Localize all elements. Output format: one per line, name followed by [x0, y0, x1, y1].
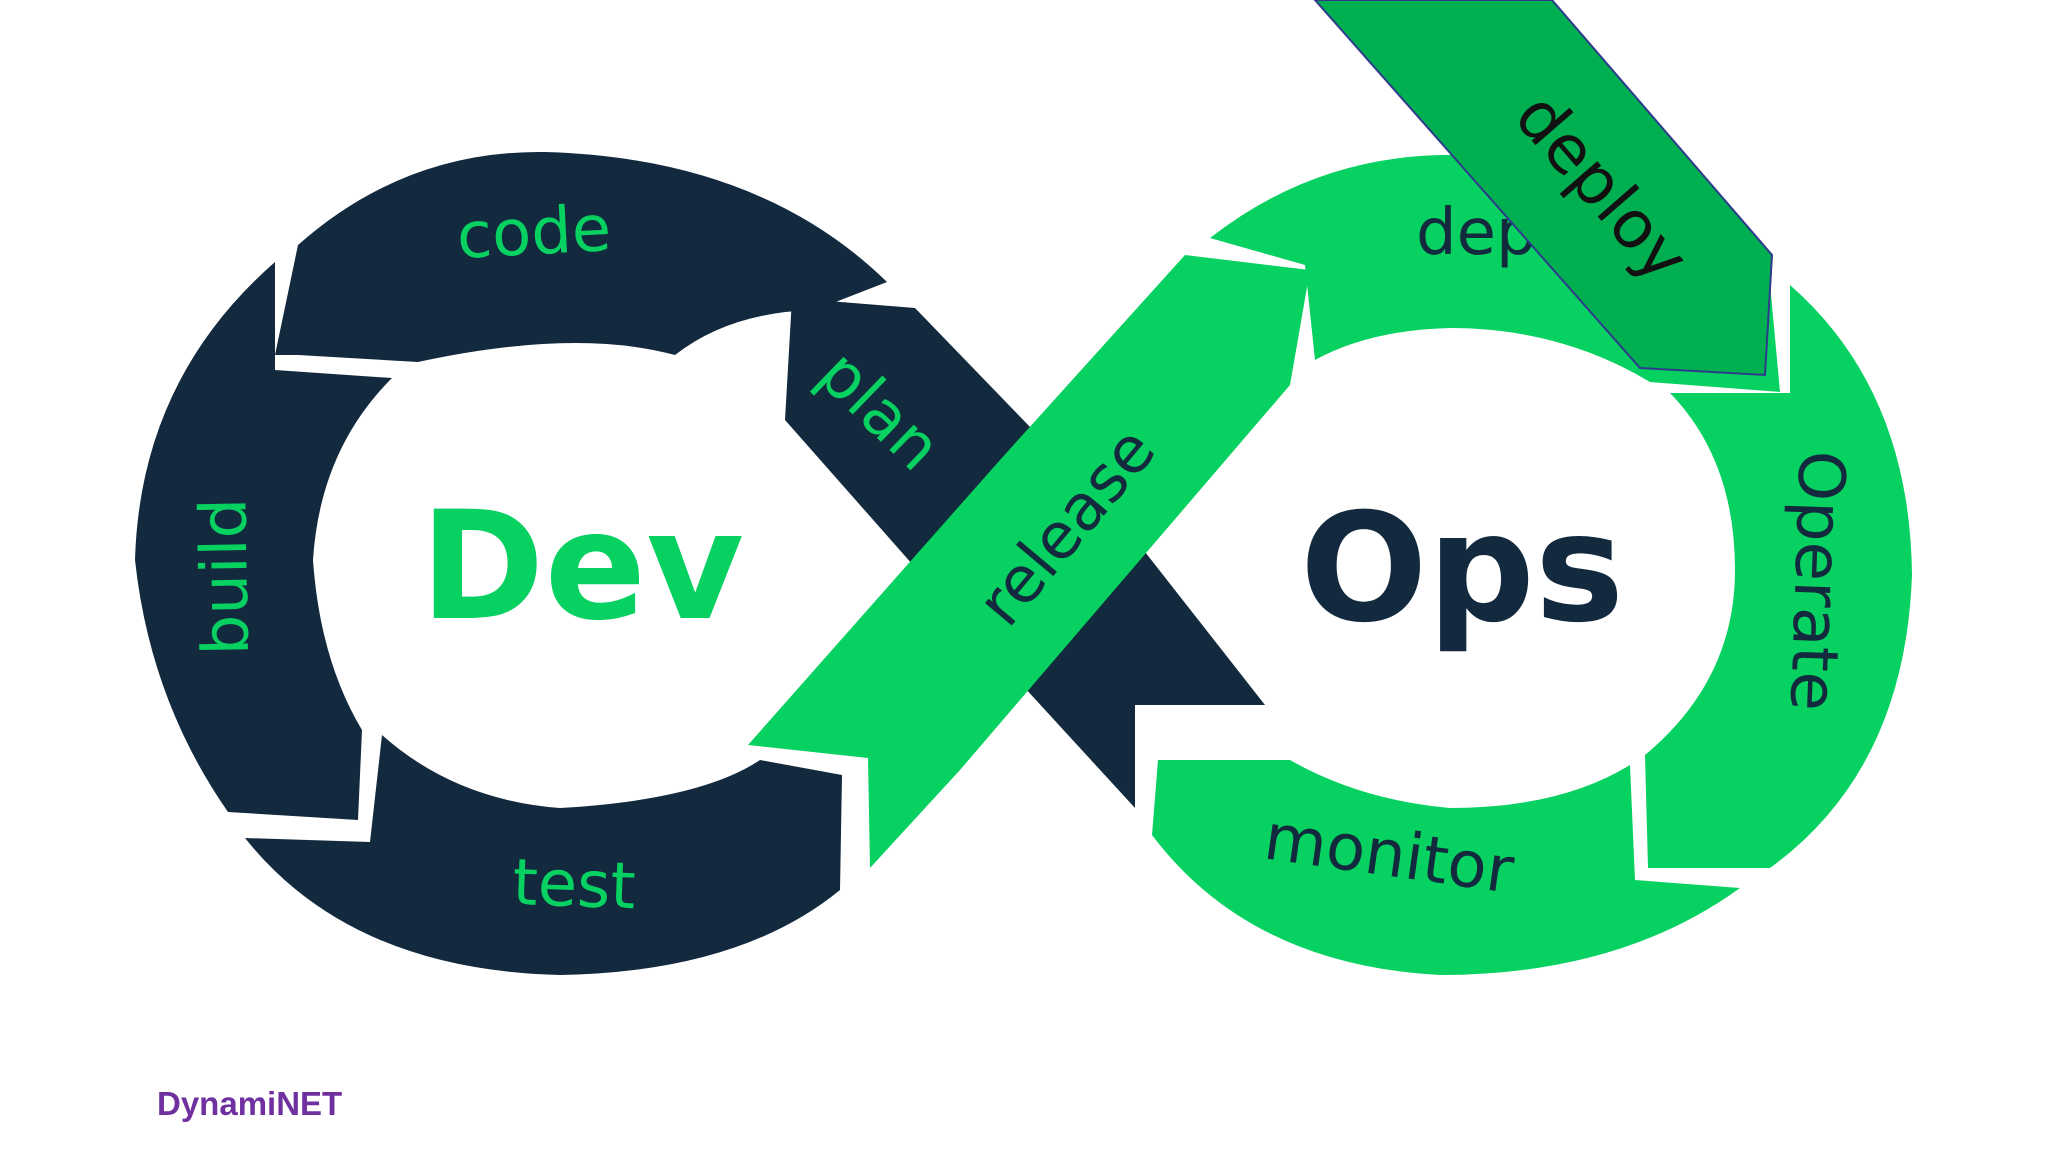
stage-label-operate: Operate [1775, 449, 1858, 712]
code-segment [275, 151, 887, 362]
release-segment [748, 255, 1310, 868]
dev-word: Dev [420, 480, 744, 654]
monitor-segment [1152, 760, 1740, 975]
deploy-banner-shape [1313, 0, 1774, 377]
ops-word: Ops [1300, 482, 1624, 656]
stage-label-build: build [187, 497, 264, 656]
test-segment [245, 735, 842, 975]
stage-label-test: test [511, 846, 636, 924]
build-segment [135, 262, 392, 820]
ops-loop [748, 154, 1912, 975]
stage-label-code: code [455, 192, 613, 274]
brand-footer: DynamiNET [157, 1085, 343, 1122]
operate-segment [1645, 285, 1912, 868]
